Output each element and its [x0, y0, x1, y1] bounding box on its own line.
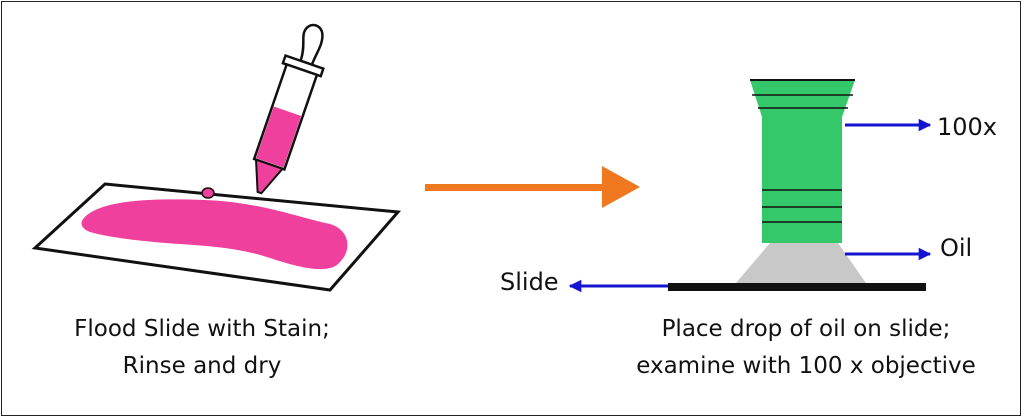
- objective-lens: [750, 79, 855, 243]
- caption-stain-line-1: Flood Slide with Stain;: [74, 316, 330, 342]
- dropper-icon: [252, 23, 325, 195]
- process-arrow: [425, 166, 640, 208]
- caption-oil-line-2: examine with 100 x objective: [636, 353, 976, 379]
- caption-stain-step: Flood Slide with Stain; Rinse and dry: [22, 311, 382, 385]
- slide-label: Slide: [500, 268, 559, 296]
- caption-oil-line-1: Place drop of oil on slide;: [661, 316, 951, 342]
- stain-drop: [201, 187, 215, 199]
- magnification-label: 100x: [937, 113, 998, 141]
- caption-stain-line-2: Rinse and dry: [122, 353, 282, 379]
- caption-oil-step: Place drop of oil on slide; examine with…: [590, 311, 1022, 385]
- microscope-slide: [668, 283, 926, 291]
- oil-drop: [736, 243, 866, 283]
- stain-puddle: [81, 199, 348, 270]
- oil-label: Oil: [940, 234, 973, 262]
